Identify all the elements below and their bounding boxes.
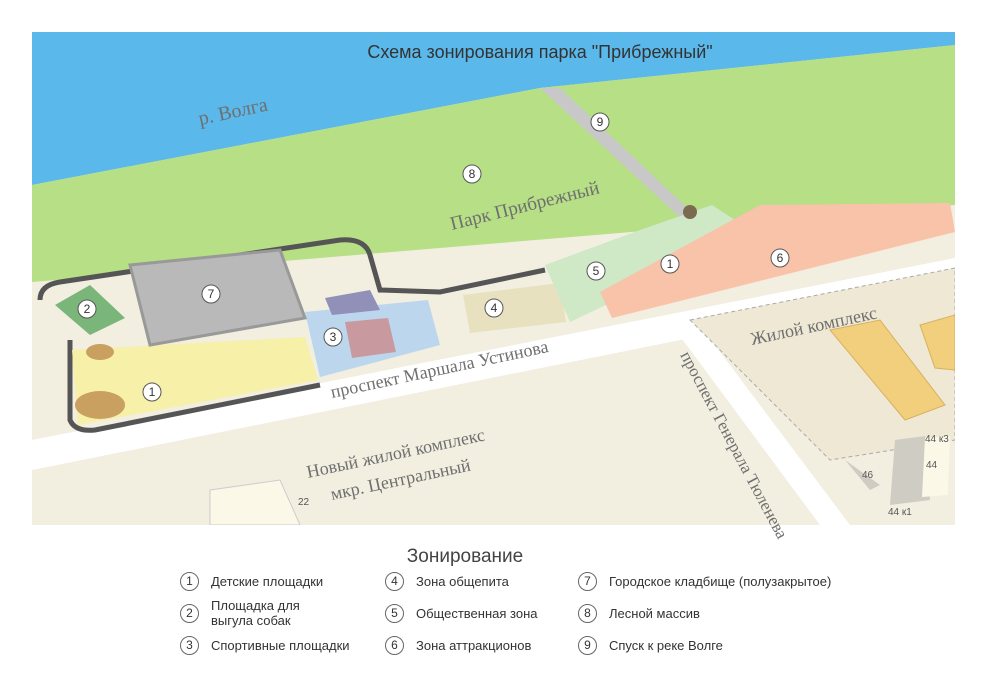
zone-food [463, 283, 566, 333]
park-map: Схема зонирования парка "Прибрежный" р. … [32, 32, 955, 540]
building [209, 479, 301, 525]
marker-1[interactable]: 1 [142, 382, 162, 402]
svg-text:8: 8 [469, 167, 476, 181]
svg-text:9: 9 [597, 115, 604, 129]
svg-text:3: 3 [330, 330, 337, 344]
marker-7[interactable]: 7 [201, 284, 221, 304]
marker-1[interactable]: 1 [660, 254, 680, 274]
svg-text:1: 1 [149, 385, 156, 399]
svg-text:1: 1 [667, 257, 674, 271]
marker-2[interactable]: 2 [77, 299, 97, 319]
svg-text:2: 2 [84, 302, 91, 316]
building [922, 436, 950, 497]
building-number: 44 к1 [888, 507, 912, 518]
zone-children [72, 337, 318, 425]
side-street-road [668, 312, 850, 525]
marker-6[interactable]: 6 [770, 248, 790, 268]
building-number: 22 [298, 497, 310, 508]
svg-text:4: 4 [491, 301, 498, 315]
building [919, 314, 955, 371]
river-descent-path [540, 88, 700, 222]
zone-public [545, 205, 735, 322]
building [890, 436, 930, 505]
marker-5[interactable]: 5 [586, 261, 606, 281]
sport-court [345, 318, 396, 358]
main-street-road [32, 258, 955, 470]
residential-block [688, 267, 955, 461]
legend-title: Зонирование [406, 546, 524, 567]
roundabout [683, 205, 697, 219]
svg-text:6: 6 [777, 251, 784, 265]
svg-text:5: 5 [593, 264, 600, 278]
park-boundary-path [37, 237, 546, 301]
building-number: 46 [862, 470, 874, 481]
marker-8[interactable]: 8 [462, 164, 482, 184]
playground-sand [86, 344, 114, 360]
building [829, 319, 946, 421]
marker-3[interactable]: 3 [323, 327, 343, 347]
sport-court [325, 290, 380, 315]
building-number: 44 к3 [925, 434, 949, 445]
map-title: Схема зонирования парка "Прибрежный" [367, 42, 712, 62]
building-number: 44 [926, 460, 938, 471]
playground-sand [75, 391, 125, 419]
volga-river [32, 32, 955, 185]
svg-text:7: 7 [208, 287, 215, 301]
building [845, 460, 880, 490]
marker-4[interactable]: 4 [484, 298, 504, 318]
park-boundary-path-south [67, 340, 321, 433]
marker-9[interactable]: 9 [590, 112, 610, 132]
